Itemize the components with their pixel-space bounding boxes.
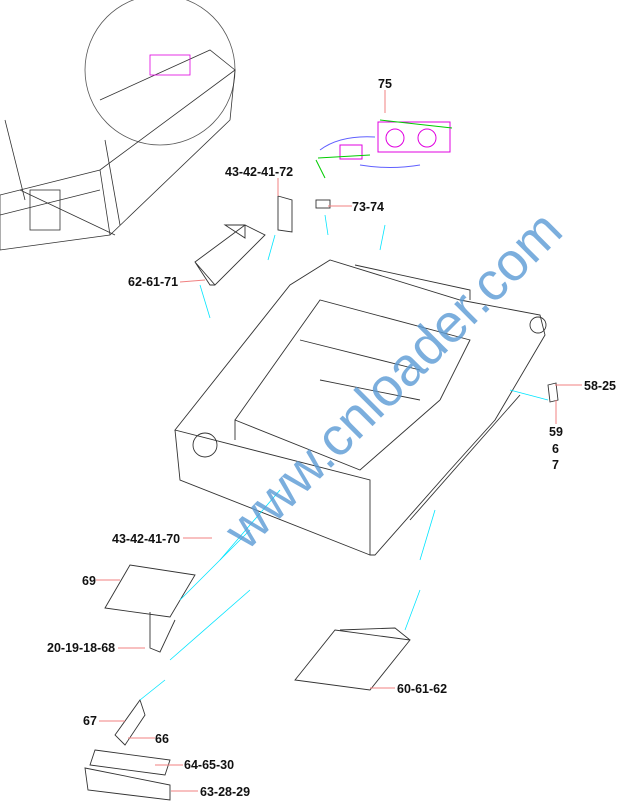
loose-parts [84, 195, 559, 801]
main-frame [174, 259, 547, 556]
callout-69: 69 [82, 574, 96, 588]
callout-66: 66 [155, 732, 169, 746]
leader-lines [96, 90, 582, 792]
callout-43-42-41-72: 43-42-41-72 [225, 165, 294, 179]
callout-60-61-62: 60-61-62 [397, 682, 448, 696]
callout-67: 67 [83, 714, 97, 728]
callout-75: 75 [378, 77, 392, 91]
callout-59: 59 [549, 425, 563, 439]
callout-7: 7 [552, 458, 559, 472]
callout-58-25: 58-25 [584, 379, 616, 393]
callout-73-74: 73-74 [352, 200, 384, 214]
explode-lines [139, 214, 549, 701]
callout-20-19-18-68: 20-19-18-68 [47, 641, 116, 655]
callout-64-65-30: 64-65-30 [184, 758, 235, 772]
overview-inset [0, 0, 236, 251]
hydraulic-assembly [315, 119, 453, 179]
callout-63-28-29: 63-28-29 [200, 785, 251, 799]
callout-43-42-41-70: 43-42-41-70 [112, 532, 181, 546]
callout-62-61-71: 62-61-71 [128, 275, 179, 289]
callout-6: 6 [552, 442, 559, 456]
